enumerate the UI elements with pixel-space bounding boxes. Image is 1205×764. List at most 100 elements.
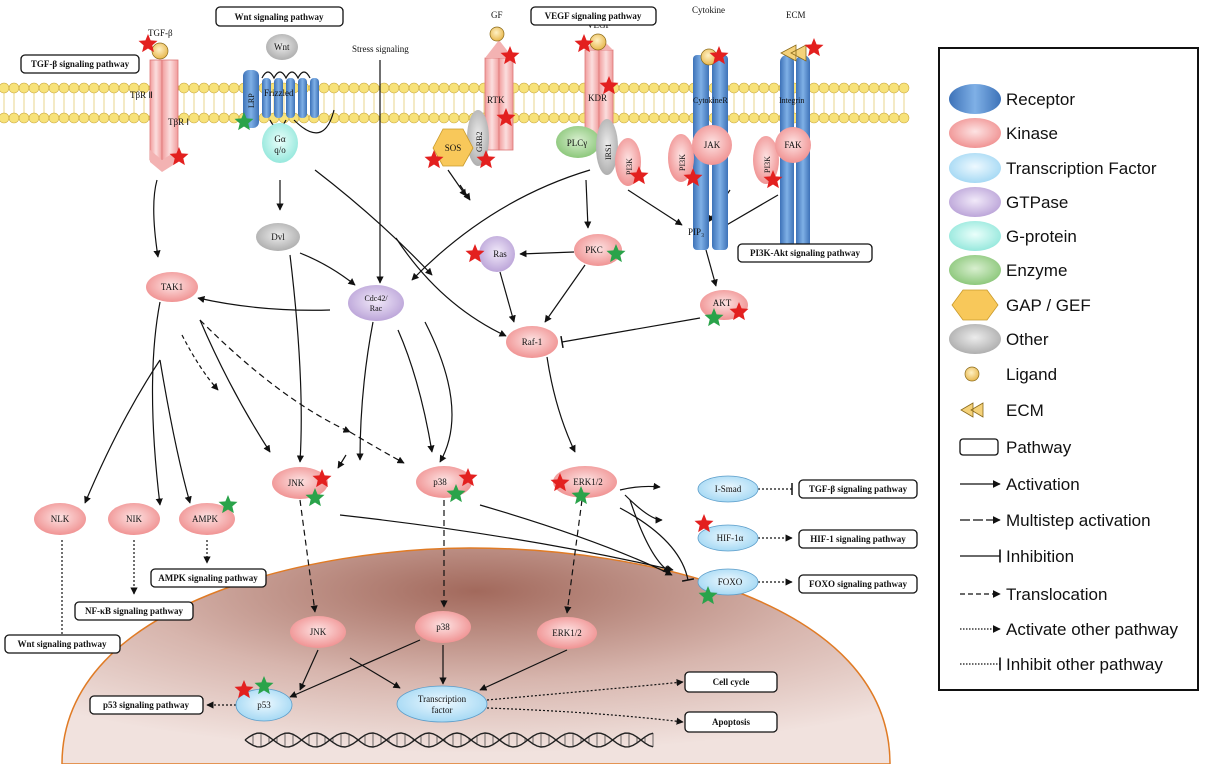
pathway-box-tgfb-top: TGF-β signaling pathway — [20, 54, 140, 74]
red-star-icon — [458, 468, 478, 487]
pi3k-cyt-node — [668, 134, 694, 182]
gf-ligand-icon — [489, 26, 505, 42]
red-star-icon — [574, 34, 594, 53]
edge-39 — [624, 494, 663, 524]
edge-28 — [356, 321, 374, 461]
pi3k-int-label: PI3K — [763, 156, 772, 173]
edge-15 — [499, 271, 516, 323]
red-star-icon — [312, 469, 332, 488]
foxo-node — [697, 568, 759, 596]
dna-helix — [244, 732, 654, 748]
cdc42-label-2: Rac — [370, 304, 383, 313]
p53-label: p53 — [257, 700, 271, 710]
legend-gap-icon — [951, 289, 999, 321]
edge-35 — [299, 499, 318, 613]
pathway-box-vegf-top: VEGF signaling pathway — [530, 6, 657, 26]
edge-47 — [299, 649, 319, 691]
legend-gtpase-icon — [949, 187, 1001, 217]
lrp-label: LRP — [247, 93, 256, 108]
pathway-box-tgfb-top-label: TGF-β signaling pathway — [31, 59, 130, 69]
pathway-box-p53-label: p53 signaling pathway — [103, 700, 190, 710]
edge-0 — [153, 179, 161, 258]
dvl-node — [256, 223, 300, 251]
pip3-label: PIP₃ — [688, 227, 704, 237]
tak1-label: TAK1 — [161, 282, 183, 292]
red-star-icon — [709, 46, 729, 65]
pathway-box-pi3k: PI3K-Akt signaling pathway — [737, 243, 873, 263]
pathway-box-wnt-top-label: Wnt signaling pathway — [234, 12, 324, 22]
edge-2 — [314, 169, 433, 276]
ras-node — [479, 236, 515, 272]
rtk-label: RTK — [487, 95, 505, 105]
gqo-label: q/o — [274, 145, 286, 155]
green-star-icon — [218, 495, 238, 514]
legend-item-11: Activation — [1006, 475, 1080, 494]
green-star-icon — [571, 486, 591, 505]
pi3k-cyt-label: PI3K — [678, 154, 687, 171]
legend-ligand-icon — [964, 366, 980, 382]
edge-9 — [584, 179, 592, 229]
legend-item-14: Translocation — [1006, 585, 1107, 604]
edge-14 — [519, 250, 575, 258]
raf1-node — [506, 326, 558, 358]
edge-50 — [349, 657, 401, 689]
edge-38 — [619, 482, 661, 491]
p38-nuclear-label: p38 — [436, 622, 450, 632]
pathway-box-foxo: FOXO signaling pathway — [798, 574, 918, 594]
fak-node — [775, 127, 811, 163]
green-star-icon — [446, 484, 466, 503]
legend-ecm-icon — [960, 402, 984, 418]
galpha-label: Gα — [274, 134, 285, 144]
green-star-icon — [704, 308, 724, 327]
wnt-node — [266, 34, 298, 60]
grb2-label: GRB2 — [475, 132, 484, 152]
red-star-icon — [629, 166, 649, 185]
edge-16 — [544, 264, 586, 323]
pkc-label: PKC — [585, 245, 603, 255]
dvl-label: Dvl — [271, 232, 285, 242]
red-star-icon — [599, 76, 619, 95]
edge-41 — [339, 514, 674, 573]
edge-51 — [479, 649, 568, 691]
tf-label-2: factor — [432, 705, 453, 715]
kdr-label: KDR — [588, 93, 607, 103]
pathway-box-p53: p53 signaling pathway — [89, 695, 204, 715]
pathway-box-hif1-label: HIF-1 signaling pathway — [810, 534, 906, 544]
ampk-node — [179, 503, 235, 535]
red-star-icon — [234, 680, 254, 699]
edge-20 — [424, 321, 453, 463]
transcription-factor-node — [396, 685, 488, 723]
stars — [138, 34, 824, 699]
jnk-label: JNK — [288, 478, 305, 488]
frizzled-label: Frizzled — [264, 88, 294, 98]
wnt-label: Wnt — [274, 42, 290, 52]
red-star-icon — [550, 473, 570, 492]
legend-item-4: G-protein — [1006, 227, 1077, 246]
legend-item-8: Ligand — [1006, 365, 1057, 384]
frizzled-receptor — [243, 70, 335, 134]
pathway-box-wnt-top: Wnt signaling pathway — [215, 6, 344, 27]
vegf-ligand-icon — [589, 33, 607, 51]
pathway-box-ampk: AMPK signaling pathway — [150, 568, 267, 588]
edge-48 — [289, 639, 421, 698]
legend-item-16: Inhibit other pathway — [1006, 655, 1163, 674]
irs1-node — [596, 119, 618, 175]
stress-signaling-label: Stress signaling — [352, 44, 409, 54]
edge-43 — [619, 507, 695, 582]
ecm-label: ECM — [786, 10, 806, 20]
legend-item-3: GTPase — [1006, 193, 1068, 212]
legend-item-0: Receptor — [1006, 90, 1075, 109]
galpha-node — [262, 123, 298, 163]
legend-item-13: Inhibition — [1006, 547, 1074, 566]
cell-membrane — [0, 82, 910, 124]
edge-24 — [181, 334, 219, 391]
legend-item-12: Multistep activation — [1006, 511, 1151, 530]
green-star-icon — [254, 676, 274, 695]
pathway-box-tgfb-right-label: TGF-β signaling pathway — [809, 484, 908, 494]
ecm-ligand-icon — [780, 44, 807, 62]
raf1-label: Raf-1 — [522, 337, 543, 347]
legend-item-7: Other — [1006, 330, 1049, 349]
edge-31 — [546, 356, 576, 453]
edge-7 — [459, 184, 471, 201]
